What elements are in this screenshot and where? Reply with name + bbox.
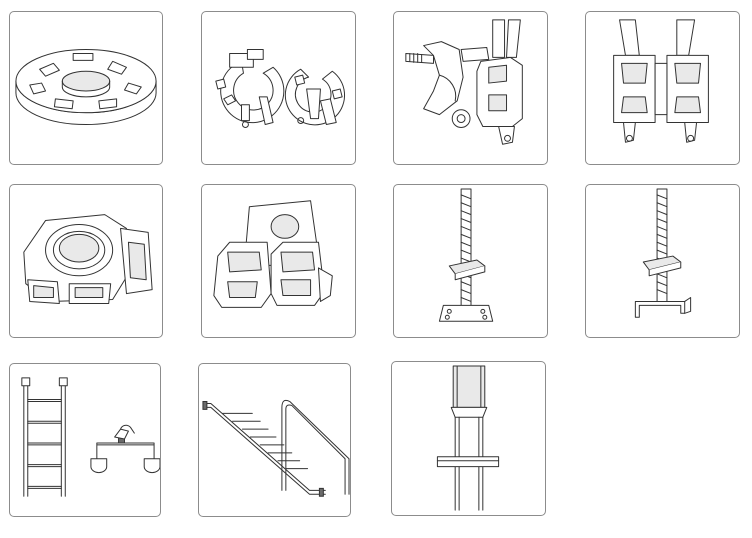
tile-ledger-head-pair bbox=[585, 11, 740, 165]
rosette-halves-icon bbox=[202, 12, 355, 164]
ledger-head-pair-icon bbox=[586, 12, 739, 164]
u-head-jack-icon bbox=[586, 185, 739, 337]
tile-cast-wedge-head bbox=[9, 184, 163, 338]
stair-stringer-icon bbox=[199, 364, 350, 516]
screw-jack-base-plate-icon bbox=[394, 185, 547, 337]
tile-ringlock-rosette bbox=[9, 11, 163, 165]
tile-screw-jack-base-plate bbox=[393, 184, 548, 338]
tile-u-head-jack bbox=[585, 184, 740, 338]
standard-tube-with-collar-icon bbox=[392, 362, 545, 515]
tile-ladder-and-hook bbox=[9, 363, 161, 517]
tile-swivel-coupler bbox=[393, 11, 548, 165]
double-wedge-head-icon bbox=[202, 185, 355, 337]
swivel-coupler-icon bbox=[394, 12, 547, 164]
tile-rosette-halves bbox=[201, 11, 356, 165]
cast-wedge-head-icon bbox=[10, 185, 162, 337]
tile-standard-tube-with-collar bbox=[391, 361, 546, 516]
ringlock-rosette-icon bbox=[10, 12, 162, 164]
ladder-and-hook-icon bbox=[10, 364, 160, 516]
tile-double-wedge-head bbox=[201, 184, 356, 338]
tile-stair-stringer bbox=[198, 363, 351, 517]
